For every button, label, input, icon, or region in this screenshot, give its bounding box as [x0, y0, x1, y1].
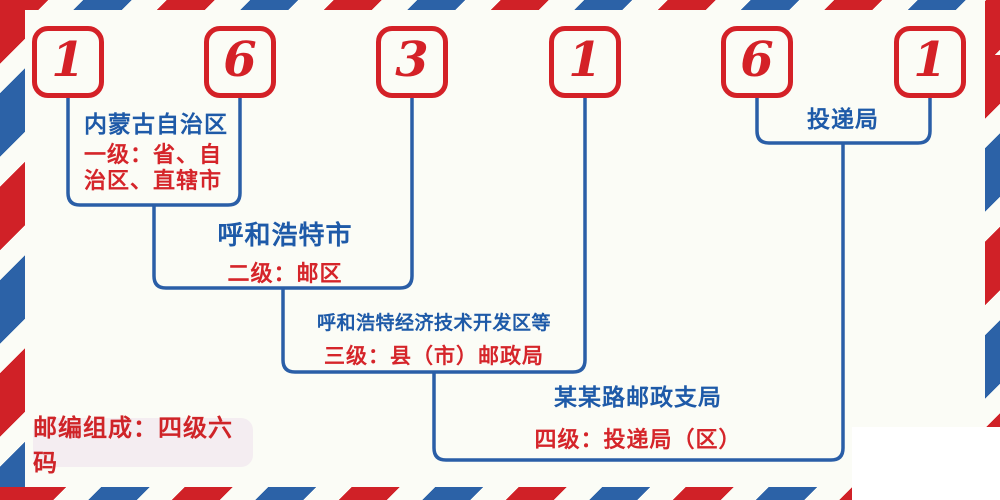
digit-box-6: 1	[894, 26, 966, 98]
digit-box-3: 3	[376, 26, 448, 98]
bracket-level4	[432, 143, 845, 462]
digit-box-5: 6	[721, 26, 793, 98]
level3-label: 呼和浩特经济技术开发区等 三级：县（市）邮政局	[294, 311, 574, 370]
level1-desc-line1: 一级：省、自	[84, 143, 223, 168]
digit-2: 6	[223, 32, 257, 88]
composition-badge: 邮编组成：四级六码	[33, 414, 253, 477]
digit-box-4: 1	[549, 26, 621, 98]
bottom-right-blank-corner	[852, 427, 1000, 500]
level2-desc: 二级：邮区	[227, 262, 343, 287]
airmail-border-right	[985, 0, 1000, 427]
level2-label: 呼和浩特市 二级：邮区	[175, 221, 395, 288]
digit-4: 1	[568, 32, 602, 88]
digit-5: 6	[740, 32, 774, 88]
delivery-office-label: 投递局	[807, 107, 879, 133]
level4-desc: 四级：投递局（区）	[534, 428, 742, 453]
level1-label: 内蒙古自治区 一级：省、自 治区、直辖市	[84, 111, 244, 195]
digit-box-1: 1	[32, 26, 104, 98]
digit-6: 1	[913, 32, 947, 88]
airmail-border-left	[0, 0, 25, 487]
level1-region-name: 内蒙古自治区	[84, 112, 228, 138]
level3-region-name: 呼和浩特经济技术开发区等	[316, 312, 551, 334]
airmail-border-top	[0, 0, 1000, 10]
bracket-delivery-office	[755, 98, 932, 145]
digit-box-2: 6	[204, 26, 276, 98]
level1-desc-line2: 治区、直辖市	[84, 169, 223, 194]
level4-label: 某某路邮政支局 四级：投递局（区）	[498, 385, 778, 454]
digit-1: 1	[51, 32, 85, 88]
digit-3: 3	[395, 32, 429, 88]
level3-desc: 三级：县（市）邮政局	[324, 344, 544, 368]
level4-region-name: 某某路邮政支局	[554, 385, 722, 411]
level2-region-name: 呼和浩特市	[217, 221, 353, 251]
airmail-border-bottom	[0, 487, 852, 500]
